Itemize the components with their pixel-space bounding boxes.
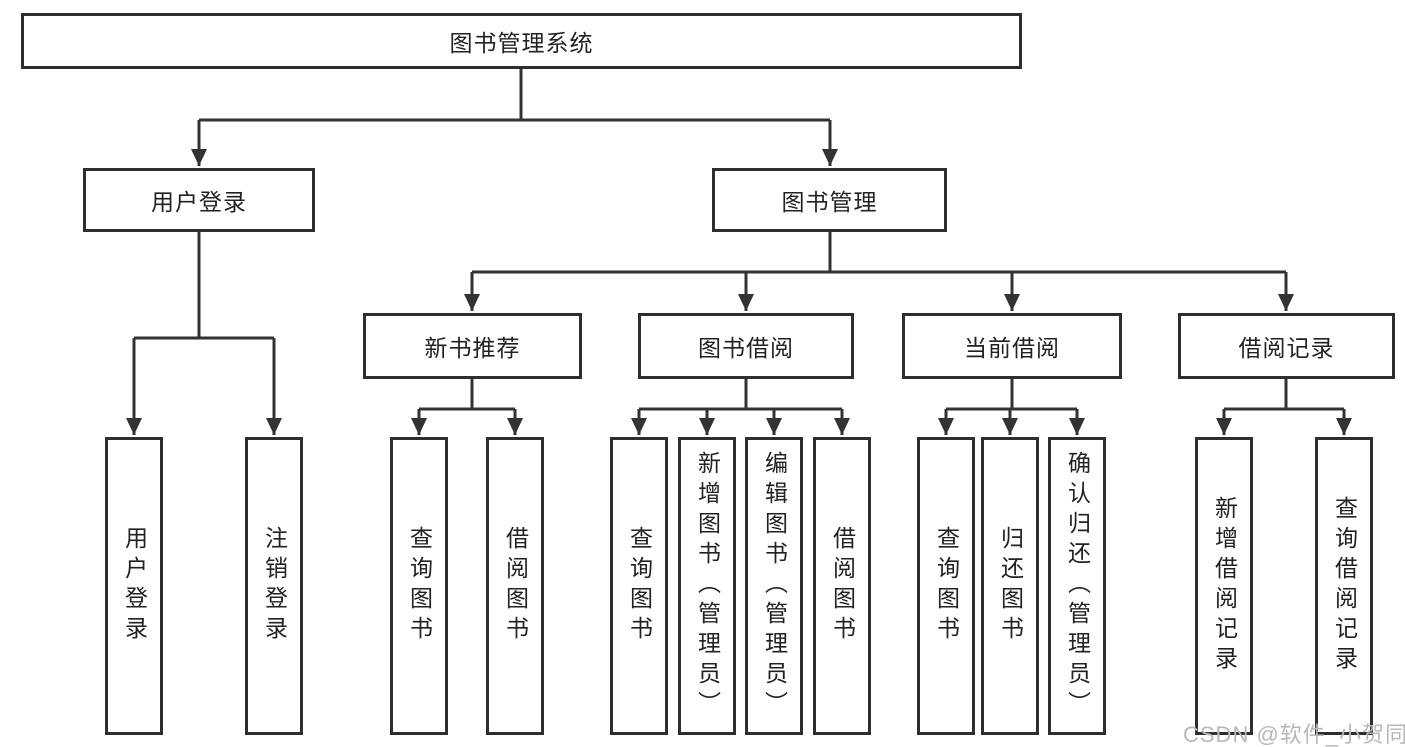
node-borrow-records: 借阅记录 [1178, 313, 1395, 379]
leaf-add-borrow-record: 新增借阅记录 [1195, 437, 1253, 735]
leaf-return-books: 归还图书 [981, 437, 1039, 735]
leaf-borrow-query-books: 查询图书 [610, 437, 668, 735]
leaf-edit-books-admin: 编辑图书（管理员） [745, 437, 803, 735]
leaf-current-query-books: 查询图书 [917, 437, 975, 735]
leaf-query-borrow-record: 查询借阅记录 [1315, 437, 1373, 735]
node-book-borrow: 图书借阅 [638, 313, 854, 379]
node-user-login: 用户登录 [83, 168, 315, 232]
leaf-user-login: 用户登录 [105, 437, 163, 735]
leaf-recommend-borrow-books: 借阅图书 [486, 437, 544, 735]
csdn-watermark: CSDN @软件_小贺同学 [1183, 722, 1405, 747]
leaf-add-books-admin: 新增图书（管理员） [678, 437, 736, 735]
leaf-logout: 注销登录 [245, 437, 303, 735]
node-root-book-management-system: 图书管理系统 [21, 13, 1022, 69]
connector-trunks [134, 69, 1344, 411]
node-new-book-recommend: 新书推荐 [363, 313, 582, 379]
leaf-confirm-return-admin: 确认归还（管理员） [1048, 437, 1106, 735]
leaf-borrow-books: 借阅图书 [813, 437, 871, 735]
connector-arrows [126, 120, 1352, 435]
node-book-management: 图书管理 [712, 168, 947, 232]
node-current-borrow: 当前借阅 [902, 313, 1122, 379]
leaf-recommend-query-books: 查询图书 [390, 437, 448, 735]
